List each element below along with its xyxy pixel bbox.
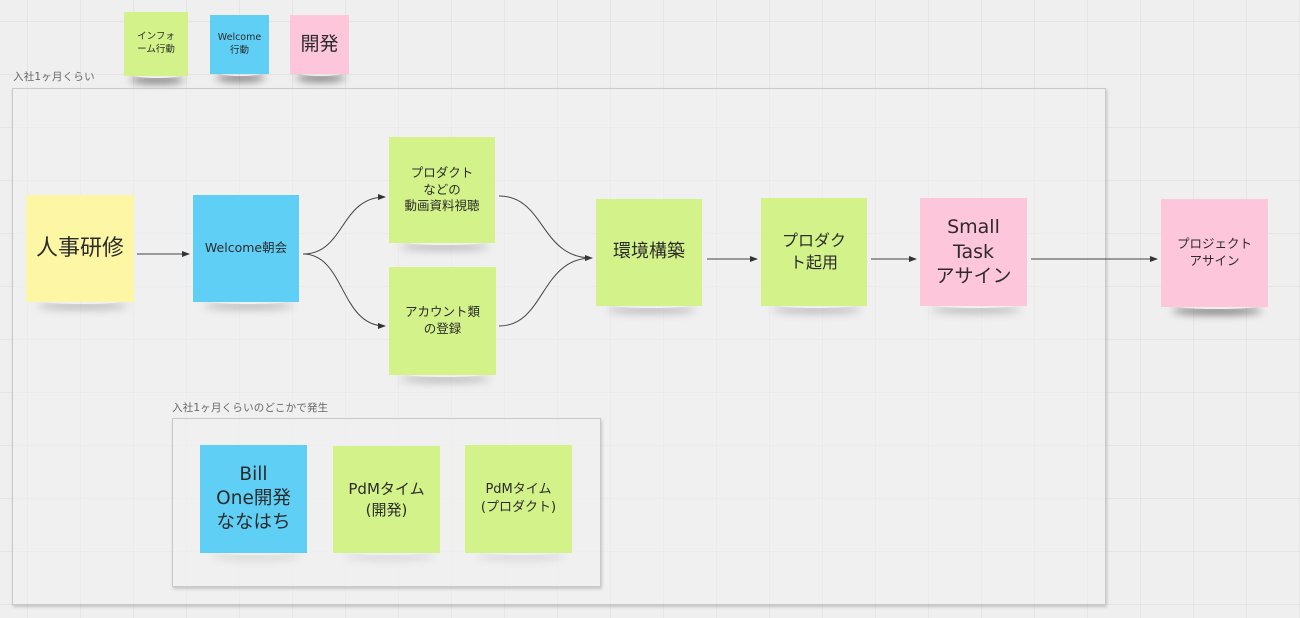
- sticky-video-materials[interactable]: プロダクト などの 動画資料視聴: [389, 137, 495, 243]
- sticky-pdm-time-product[interactable]: PdMタイム (プロダクト): [465, 445, 572, 553]
- sticky-pdm-time-dev[interactable]: PdMタイム (開発): [333, 446, 440, 553]
- sticky-environment-setup[interactable]: 環境構築: [596, 199, 702, 306]
- sticky-bill-one-dev[interactable]: Bill One開発 ななはち: [200, 445, 307, 553]
- main-frame-label: 入社1ヶ月くらい: [13, 71, 95, 83]
- sticky-account-registration[interactable]: アカウント類 の登録: [389, 267, 496, 375]
- sticky-welcome-meeting[interactable]: Welcome朝会: [193, 195, 299, 302]
- legend-sticky-inform[interactable]: インフォ ーム行動: [124, 12, 188, 76]
- sticky-hr-training[interactable]: 人事研修: [26, 195, 134, 302]
- sticky-product-launch[interactable]: プロダク ト起用: [761, 198, 867, 306]
- sticky-project-assign[interactable]: プロジェクト アサイン: [1161, 199, 1268, 307]
- legend-sticky-development[interactable]: 開発: [290, 15, 349, 74]
- sub-frame-label: 入社1ヶ月くらいのどこかで発生: [172, 402, 329, 414]
- sticky-small-task-assign[interactable]: Small Task アサイン: [920, 198, 1027, 306]
- legend-sticky-welcome[interactable]: Welcome 行動: [210, 15, 269, 74]
